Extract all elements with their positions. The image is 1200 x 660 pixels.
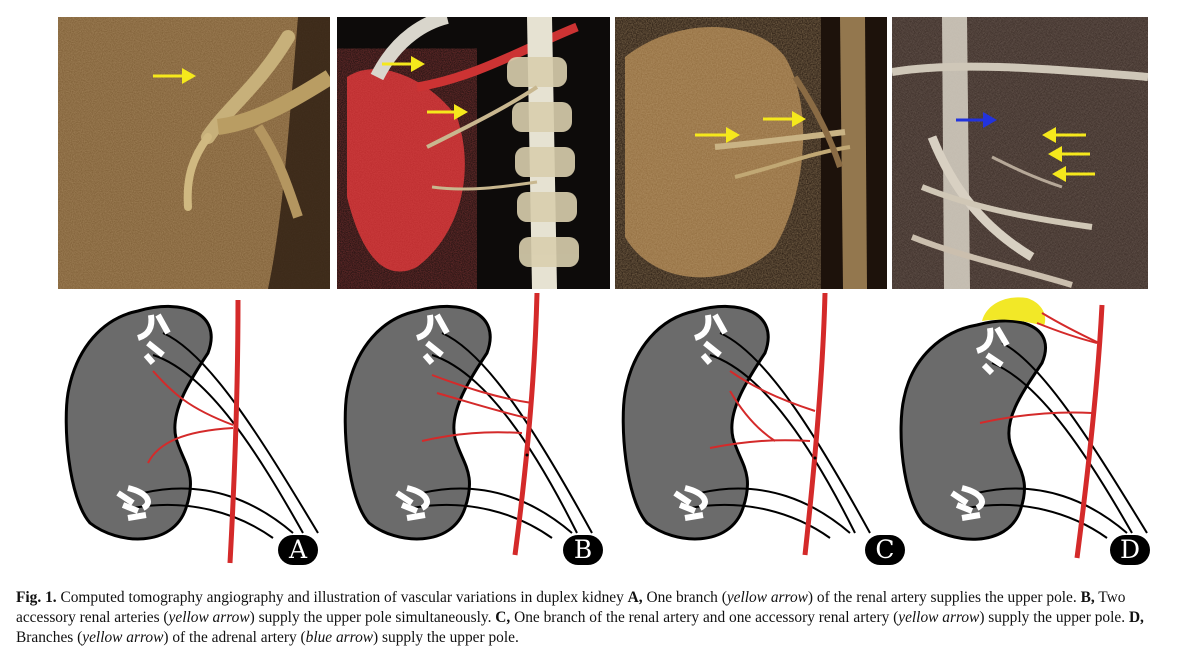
- caption-text: Two accessory renal arteries (: [16, 589, 1126, 626]
- illustration-c: C: [615, 292, 905, 568]
- illustration-d: D: [892, 293, 1162, 568]
- panel-label-d: D: [1110, 535, 1150, 565]
- caption-panel-d: D,: [1128, 609, 1144, 626]
- yellow-arrow-icon: [763, 111, 806, 127]
- panel-label-c: C: [865, 535, 905, 565]
- yellow-arrow-icon: [153, 68, 196, 84]
- panel-label-b: B: [563, 535, 603, 565]
- cta-image-a: [58, 17, 330, 289]
- yellow-arrow-icon: [695, 127, 740, 143]
- blue-arrow-icon: [956, 112, 997, 128]
- figure-label: Fig. 1.: [16, 589, 57, 606]
- caption-italic: yellow arrow: [726, 589, 808, 606]
- figure-caption: Fig. 1. Computed tomography angiography …: [16, 588, 1186, 648]
- caption-text: Branches (: [16, 629, 83, 646]
- caption-panel-b: B,: [1080, 589, 1095, 606]
- panel-label-a: A: [278, 535, 318, 565]
- caption-text: Computed tomography angiography and illu…: [56, 589, 628, 606]
- yellow-arrow-icon: [427, 104, 468, 120]
- caption-text: ) supply the upper pole.: [979, 609, 1129, 626]
- yellow-arrow-icon: [382, 56, 425, 72]
- cta-image-b: [337, 17, 610, 289]
- caption-text: ) supply the upper pole.: [373, 629, 519, 646]
- caption-panel-a: A,: [627, 589, 643, 606]
- caption-italic: yellow arrow: [82, 629, 164, 646]
- yellow-arrow-icon: [1042, 127, 1086, 143]
- caption-text: One branch of the renal artery and one a…: [510, 609, 899, 626]
- cta-image-d: [892, 17, 1148, 289]
- yellow-arrow-icon: [1048, 146, 1090, 162]
- illustration-a: A: [58, 293, 330, 568]
- caption-text: ) supply the upper pole simultaneously.: [249, 609, 496, 626]
- caption-text: ) of the renal artery supplies the upper…: [807, 589, 1081, 606]
- cta-image-c: [615, 17, 887, 289]
- caption-italic: blue arrow: [305, 629, 374, 646]
- illustration-b: B: [337, 292, 610, 568]
- caption-panel-c: C,: [495, 609, 511, 626]
- caption-text: ) of the adrenal artery (: [163, 629, 306, 646]
- caption-italic: yellow arrow: [168, 609, 250, 626]
- caption-italic: yellow arrow: [898, 609, 980, 626]
- yellow-arrow-icon: [1052, 166, 1095, 182]
- adrenal-gland: [982, 297, 1046, 326]
- caption-text: One branch (: [642, 589, 727, 606]
